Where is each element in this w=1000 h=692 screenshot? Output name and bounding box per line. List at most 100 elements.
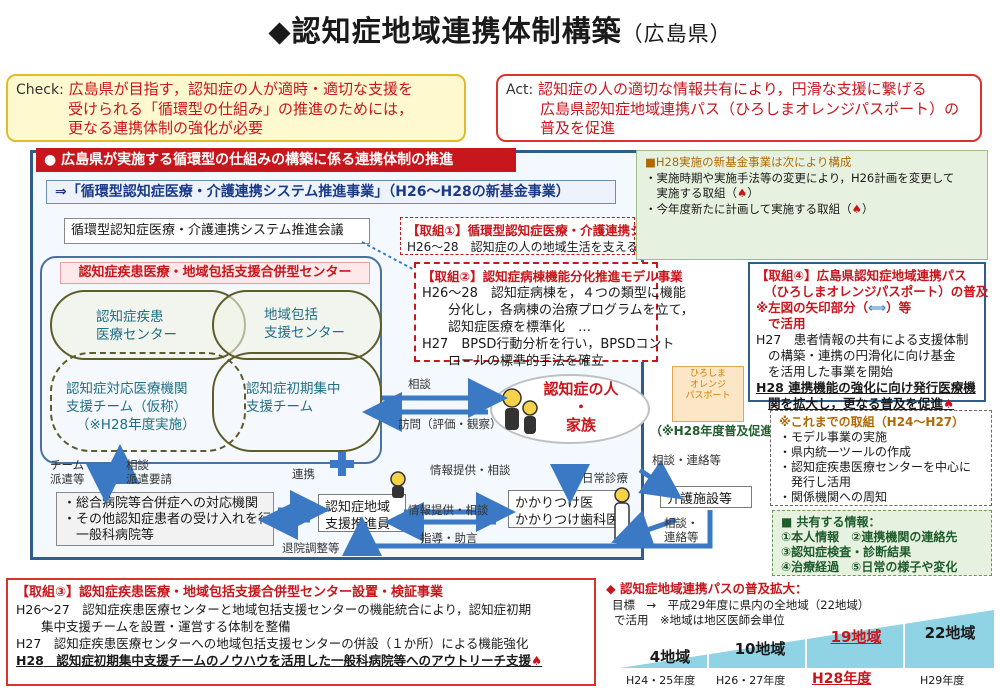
flame-icon: ♠ — [531, 653, 543, 668]
consult-renraku2-2: 連絡等 — [664, 530, 699, 544]
person-line-1: 認知症の人 — [543, 380, 619, 398]
initiative-1-title: 【取組①】循環型認知症医療・介護連携システム推進会議の設置 — [407, 223, 768, 238]
expansion-stair-chart — [620, 610, 994, 668]
dotted-connector — [361, 241, 423, 275]
flame-icon: ♠ — [737, 186, 748, 200]
initiative-3-title: 【取組③】認知症疾患医療・地域包括支援合併型センター設置・検証事業 — [16, 585, 444, 600]
initiative-2-line-3: 認知症医療を標準化 … — [422, 320, 592, 335]
initiative-4-title-1: 【取組④】広島県認知症地域連携パス — [756, 268, 967, 283]
past-item-3: ・認知症疾患医療センターを中心に — [779, 460, 972, 474]
initiative-2-title: 【取組②】認知症病棟機能分化推進モデル事業 — [422, 269, 683, 284]
initiative-2-line-5: ロールの標準的手法を確立 — [422, 354, 605, 369]
flame-icon: ♠ — [851, 201, 862, 216]
medical-support-team: 認知症対応医療機関 支援チーム（仮称） （※H28年度実施） — [50, 352, 246, 452]
step-2-year: H26・27年度 — [716, 674, 786, 687]
k4-subtitle-c: で活用 — [768, 316, 806, 331]
person-family-circle: 認知症の人 ・ 家族 — [490, 374, 650, 444]
title-main: ◆認知症地域連携体制構築 — [268, 14, 622, 48]
hospital-line-2: ・その他認知症患者の受け入れを行う — [63, 512, 285, 527]
person-line-3: 家族 — [565, 416, 596, 434]
o1-line-1: 認知症疾患 — [96, 309, 164, 325]
k4-h28-label: H28 — [756, 380, 784, 395]
consult-dispatch-2: 派遣要請 — [126, 472, 172, 486]
share-item-1: ①本人情報 ②連携機関の連絡先 — [781, 530, 958, 544]
label-consult-renraku-2: 相談・ 連絡等 — [664, 516, 699, 544]
fund-line-3a: ・今年度新たに計画して実施する取組（ — [645, 201, 852, 216]
step-1-area: 4地域 — [649, 648, 691, 666]
o1-line-2: 医療センター — [96, 327, 177, 343]
fund-line-1: ・実施時期や実施手法等の変更により，H26計画を変更して — [645, 170, 955, 185]
consult-dispatch-1: 相談 — [126, 458, 149, 472]
initiative-2-line-1: H26～28 認知症病棟を，４つの類型に機能 — [422, 286, 686, 301]
k4-subtitle-a: ※左図の矢印部分（ — [756, 300, 869, 315]
initiative-2-box: 【取組②】認知症病棟機能分化推進モデル事業 H26～28 認知症病棟を，４つの類… — [414, 262, 694, 369]
past-initiatives-box: ※これまでの取組（H24～H27） ・モデル事業の実施 ・県内統一ツールの作成 … — [770, 410, 992, 506]
goal-text-1: 平成29年度に県内の全地域（22地域） — [667, 598, 870, 612]
initiative-3-line-3: H27 認知症疾患医療センターへの地域包括支援センターの併設（１か所）による機能… — [16, 636, 529, 651]
act-line-2: 広島県認知症地域連携パス（ひろしまオレンジパスポート）の — [540, 100, 960, 118]
initiative-2-line-2: 分化し，各病棟の治療プログラムを立て， — [422, 303, 694, 318]
o2-line-2: 支援センター — [264, 325, 345, 341]
k3-h28-text: 認知症初期集中支援チームのノウハウを活用した一般科病院等へのアウトリーチ支援 — [56, 653, 532, 668]
council-box: 循環型認知症医療・介護連携システム推進会議 — [64, 218, 370, 244]
passport-cover-1: ひろしま — [689, 369, 726, 379]
check-line-1: 広島県が目指す，認知症の人が適時・適切な支援を — [68, 80, 413, 98]
label-consult-renraku: 相談・連絡等 — [652, 453, 721, 467]
label-consult-dispatch: 相談 派遣要請 — [126, 458, 172, 486]
hospital-line-3: 一般科病院等 — [63, 528, 155, 543]
k4-h28-line-1: 連携機能の強化に向け発行医療機 — [788, 380, 976, 395]
expansion-goal: 目標 → 平成29年度に県内の全地域（22地域） で活用 ※地域は地区医師会単位 — [612, 598, 870, 627]
team-label-1: チーム — [50, 458, 85, 472]
past-item-4: 発行し活用 — [779, 475, 852, 489]
promoter-line-1: 認知症地域 — [325, 500, 391, 515]
step-4-year: H29年度 — [920, 674, 965, 687]
main-header: ● 広島県が実施する循環型の仕組みの構築に係る連携体制の推進 — [36, 148, 516, 172]
shared-info-box: ■ 共有する情報： ①本人情報 ②連携機関の連絡先 ③認知症検査・診断結果 ④治… — [772, 510, 992, 576]
o4-line-2: 支援チーム — [246, 399, 314, 415]
initiative-1-box: 【取組①】循環型認知症医療・介護連携システム推進会議の設置 H26～28 認知症… — [400, 217, 794, 255]
initiative-4-line-3: を活用した事業を開始 — [768, 364, 894, 379]
label-info-consult-2: 情報提供・相談 — [408, 503, 489, 517]
o3-line-2: 支援チーム（仮称） — [66, 399, 188, 415]
fund-title: ■H28実施の新基金事業は次により構成 — [645, 155, 852, 169]
orange-passport-image: ひろしま オレンジ パスポート — [672, 366, 744, 422]
alliance-center-title: 認知症疾患医療・地域包括支援合併型センター — [60, 262, 370, 284]
new-fund-note: ■H28実施の新基金事業は次により構成 ・実施時期や実施手法等の変更により，H2… — [636, 150, 988, 260]
past-title: ※これまでの取組（H24～H27） — [779, 415, 965, 429]
community-support-center: 地域包括 支援センター — [212, 290, 382, 360]
check-label: Check: — [16, 82, 64, 98]
past-item-1: ・モデル事業の実施 — [779, 430, 888, 444]
flame-icon: ♠ — [943, 396, 955, 411]
k3-h28-label: H28 — [16, 653, 44, 668]
page-title: ◆認知症地域連携体制構築（広島県） — [0, 8, 1000, 50]
initiative-4-box: 【取組④】広島県認知症地域連携パス （ひろしまオレンジパスポート）の普及 ※左図… — [748, 262, 989, 411]
step-3-year: H28年度 — [812, 671, 872, 687]
past-item-2: ・県内統一ツールの作成 — [779, 445, 912, 459]
care-facility-box: 介護施設等 — [660, 486, 752, 508]
flow-arrows — [86, 378, 713, 556]
double-arrow-icon: ⟺ — [868, 300, 887, 315]
share-title: ■ 共有する情報： — [781, 515, 881, 529]
fund-line-2a: 実施する取組（ — [645, 186, 737, 200]
initiative-3-line-1: H26～27 認知症疾患医療センターと地域包括支援センターの機能統合により，認知… — [16, 602, 532, 617]
check-line-2: 受けられる「循環型の仕組み」の推進のためには， — [68, 100, 414, 118]
step-2-area: 10地域 — [734, 640, 786, 658]
o2-line-1: 地域包括 — [264, 307, 318, 323]
past-item-5: ・関係機関への周知 — [779, 490, 888, 504]
passport-caption: （※H28年度普及促進） — [650, 424, 785, 438]
label-consult: 相談 — [408, 377, 431, 391]
initiative-3-line-2: 集中支援チームを設置・運営する体制を整備 — [16, 619, 291, 634]
title-sub: （広島県） — [621, 22, 732, 46]
promoter-person-icon — [390, 471, 406, 498]
initiative-2-line-4: H27 BPSD行動分析を行い，BPSDコント — [422, 337, 675, 352]
label-guide: 指導・助言 — [420, 531, 478, 545]
project-bar: ⇒「循環型認知症医療・介護連携システム推進事業」（H26～H28の新基金事業） — [46, 180, 616, 204]
label-renkei: 連携 — [292, 467, 315, 481]
team-label-2: 派遣等 — [50, 472, 85, 486]
check-line-3: 更なる連携体制の強化が必要 — [68, 119, 264, 137]
goal-text-2: で活用 ※地域は地区医師会単位 — [614, 613, 785, 627]
step-3-area: 19地域 — [830, 628, 882, 646]
initiative-4-title-2: （ひろしまオレンジパスポート）の普及 — [764, 284, 989, 299]
act-line-1: 認知症の人の適切な情報共有により，円滑な支援に繋げる — [538, 80, 927, 98]
passport-cover-2: オレンジ — [689, 380, 726, 390]
